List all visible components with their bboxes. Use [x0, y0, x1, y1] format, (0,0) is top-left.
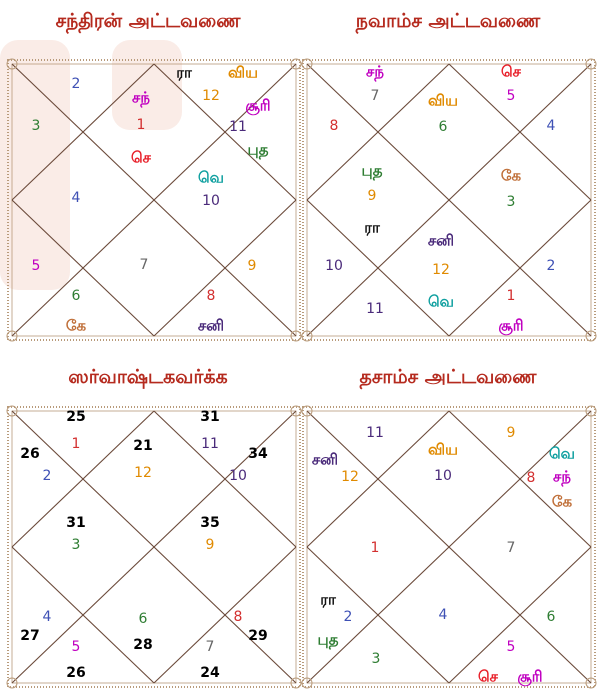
- score-value: 31: [66, 516, 85, 530]
- house-number: 10: [434, 469, 452, 483]
- house-number: 7: [507, 541, 516, 555]
- house-number: 12: [341, 470, 359, 484]
- house-number: 9: [248, 259, 257, 273]
- planet-label: கே: [552, 495, 572, 510]
- planet-label: ரா: [320, 593, 336, 608]
- house-number: 3: [507, 195, 516, 209]
- score-value: 31: [200, 410, 219, 424]
- house-number: 7: [371, 89, 380, 103]
- planet-label: செ: [131, 151, 151, 166]
- planet-label: வெ: [428, 295, 454, 310]
- planet-label: கே: [66, 319, 86, 334]
- house-number: 9: [206, 538, 215, 552]
- planet-label: செ: [501, 65, 521, 80]
- house-number: 10: [202, 194, 220, 208]
- chart-title-dasamsa: தசாம்ச அட்டவணை: [300, 366, 596, 391]
- score-value: 35: [200, 516, 219, 530]
- house-number: 11: [366, 302, 384, 316]
- house-number: 5: [72, 640, 81, 654]
- planet-label: ரா: [364, 221, 380, 236]
- house-number: 11: [201, 437, 219, 451]
- planet-label: சந்: [553, 470, 571, 485]
- house-number: 11: [366, 426, 384, 440]
- chart-title-navamsa: நவாம்ச அட்டவணை: [300, 10, 596, 35]
- planet-label: சூரி: [498, 319, 523, 334]
- score-value: 29: [248, 629, 267, 643]
- planet-label: சூரி: [245, 99, 270, 114]
- score-value: 34: [248, 447, 267, 461]
- planet-label: செ: [478, 670, 498, 685]
- planet-label: கே: [501, 169, 521, 184]
- house-number: 12: [432, 263, 450, 277]
- score-value: 21: [133, 439, 152, 453]
- house-number: 2: [344, 610, 353, 624]
- house-number: 5: [507, 89, 516, 103]
- house-number: 11: [229, 120, 247, 134]
- house-number: 4: [43, 610, 52, 624]
- planet-label: வெ: [198, 171, 224, 186]
- house-number: 7: [140, 258, 149, 272]
- planet-label: சனி: [312, 453, 338, 468]
- house-number: 4: [547, 119, 556, 133]
- house-number: 8: [330, 119, 339, 133]
- house-number: 2: [547, 259, 556, 273]
- planet-label: புத: [248, 143, 269, 158]
- planet-label: சனி: [198, 319, 224, 334]
- planet-label: விய: [228, 66, 258, 81]
- house-number: 8: [207, 289, 216, 303]
- chart-title-rasi: சந்திரன் அட்டவணை: [0, 10, 296, 35]
- house-number: 9: [507, 426, 516, 440]
- house-number: 10: [229, 469, 247, 483]
- house-number: 2: [72, 77, 81, 91]
- planet-label: சூரி: [517, 670, 542, 685]
- house-number: 1: [371, 541, 380, 555]
- planet-label: வெ: [549, 447, 575, 462]
- house-number: 6: [139, 612, 148, 626]
- house-number: 6: [547, 610, 556, 624]
- house-number: 1: [137, 118, 146, 132]
- planet-label: புத: [318, 633, 339, 648]
- house-number: 8: [527, 471, 536, 485]
- house-number: 3: [32, 119, 41, 133]
- house-number: 3: [72, 538, 81, 552]
- planet-label: சந்: [366, 65, 384, 80]
- planet-label: புத: [362, 164, 383, 179]
- house-number: 12: [134, 466, 152, 480]
- house-number: 7: [206, 640, 215, 654]
- planet-label: விய: [428, 94, 458, 109]
- house-number: 2: [43, 469, 52, 483]
- house-number: 1: [507, 289, 516, 303]
- planet-label: சந்: [132, 91, 150, 106]
- house-number: 4: [439, 608, 448, 622]
- score-value: 24: [200, 666, 219, 680]
- planet-label: ரா: [176, 66, 192, 81]
- planet-label: விய: [428, 443, 458, 458]
- score-value: 27: [20, 629, 39, 643]
- house-number: 9: [368, 189, 377, 203]
- score-value: 26: [66, 666, 85, 680]
- score-value: 25: [66, 410, 85, 424]
- house-number: 5: [32, 259, 41, 273]
- house-number: 8: [234, 610, 243, 624]
- house-number: 4: [72, 191, 81, 205]
- chart-title-sarvashtakavarga: ஸர்வாஷ்டகவர்க்க: [0, 366, 296, 391]
- planet-label: சனி: [428, 234, 454, 249]
- score-value: 28: [133, 638, 152, 652]
- house-number: 5: [507, 640, 516, 654]
- house-number: 1: [72, 437, 81, 451]
- house-number: 12: [202, 89, 220, 103]
- house-number: 3: [372, 652, 381, 666]
- score-value: 26: [20, 447, 39, 461]
- house-number: 6: [439, 120, 448, 134]
- house-number: 10: [325, 259, 343, 273]
- house-number: 6: [72, 289, 81, 303]
